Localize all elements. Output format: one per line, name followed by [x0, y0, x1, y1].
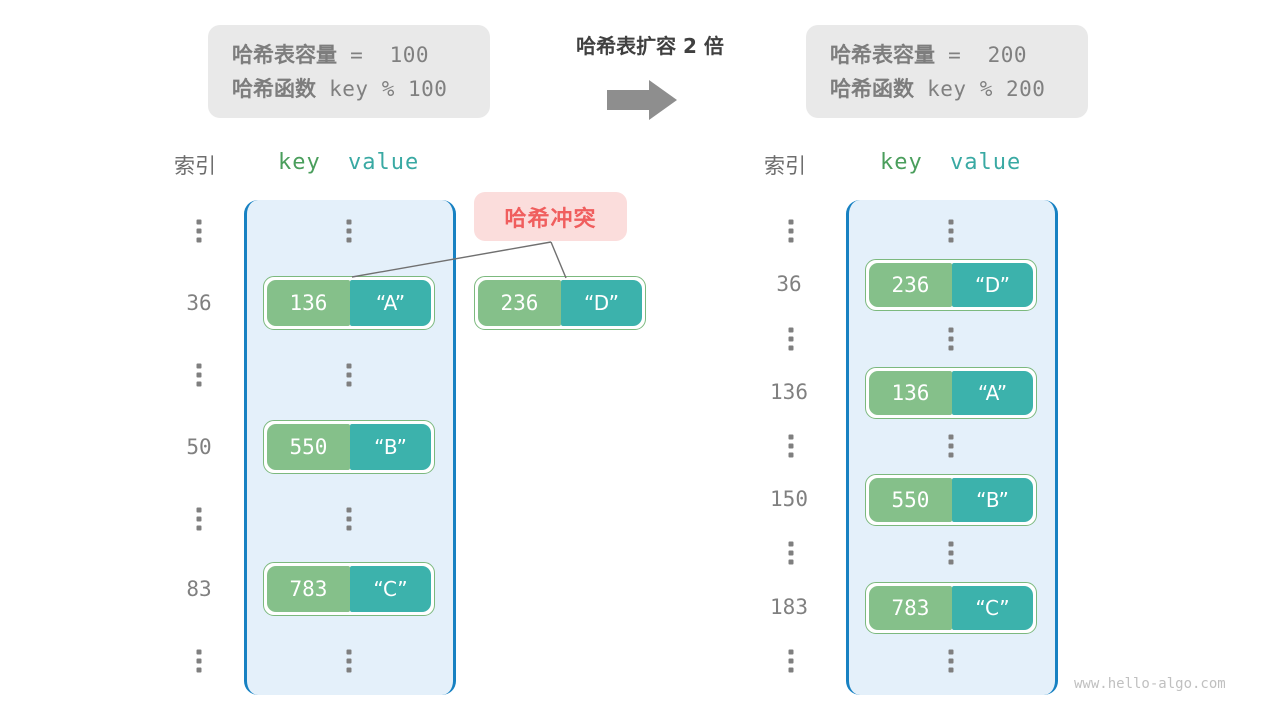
- left-value-header: value: [348, 150, 420, 175]
- collision-badge: 哈希冲突: [474, 192, 627, 241]
- resize-title: 哈希表扩容 2 倍: [576, 34, 724, 58]
- right-function-line: 哈希函数 key % 200: [830, 72, 1045, 106]
- right-key-header: key: [880, 150, 923, 175]
- right-entry-150-key: 550: [869, 478, 952, 522]
- left-entry-50-key: 550: [267, 424, 350, 470]
- left-index-50: 50: [186, 435, 212, 459]
- left-index-83: 83: [186, 577, 212, 601]
- right-capacity-line: 哈希表容量 = 200: [830, 38, 1027, 72]
- right-entry-150-value: “B”: [951, 478, 1033, 522]
- left-entry-50[interactable]: 550 “B”: [263, 420, 435, 474]
- right-row-ellipsis-index: [788, 649, 794, 673]
- right-entry-183-key: 783: [869, 586, 952, 630]
- right-arrow-icon: [607, 78, 679, 126]
- right-row-ellipsis-index: [788, 434, 794, 458]
- right-entry-183[interactable]: 783 “C”: [865, 582, 1037, 634]
- right-index-136: 136: [770, 380, 808, 404]
- left-function-expr: key % 100: [316, 76, 448, 101]
- left-capacity-line: 哈希表容量 = 100: [232, 38, 429, 72]
- right-entry-183-value: “C”: [951, 586, 1033, 630]
- overflow-entry-236[interactable]: 236 “D”: [474, 276, 646, 330]
- left-row-ellipsis-index: [196, 507, 202, 531]
- right-hash-config-box: 哈希表容量 = 200 哈希函数 key % 200: [806, 25, 1088, 118]
- right-index-150: 150: [770, 487, 808, 511]
- left-index-header: 索引: [174, 154, 216, 178]
- left-entry-83-value: “C”: [349, 566, 431, 612]
- left-entry-50-value: “B”: [349, 424, 431, 470]
- left-row-ellipsis-index: [196, 363, 202, 387]
- right-value-header: value: [950, 150, 1022, 175]
- left-row-ellipsis-cell: [346, 219, 352, 243]
- right-row-ellipsis-cell: [948, 327, 954, 351]
- left-row-ellipsis-cell: [346, 363, 352, 387]
- left-entry-36[interactable]: 136 “A”: [263, 276, 435, 330]
- left-function-line: 哈希函数 key % 100: [232, 72, 447, 106]
- left-entry-36-value: “A”: [349, 280, 431, 326]
- left-row-ellipsis-cell: [346, 649, 352, 673]
- left-row-ellipsis-cell: [346, 507, 352, 531]
- right-row-ellipsis-cell: [948, 434, 954, 458]
- left-key-header: key: [278, 150, 321, 175]
- right-capacity-label: 哈希表容量: [830, 42, 935, 67]
- left-row-ellipsis-index: [196, 649, 202, 673]
- right-entry-36[interactable]: 236 “D”: [865, 259, 1037, 311]
- watermark: www.hello-algo.com: [1074, 676, 1226, 692]
- right-function-label: 哈希函数: [830, 76, 914, 101]
- right-index-header: 索引: [764, 154, 806, 178]
- right-row-ellipsis-index: [788, 327, 794, 351]
- right-row-ellipsis-index: [788, 541, 794, 565]
- right-entry-136-key: 136: [869, 371, 952, 415]
- left-capacity-expr: = 100: [337, 42, 430, 67]
- right-capacity-expr: = 200: [935, 42, 1028, 67]
- left-row-ellipsis-index: [196, 219, 202, 243]
- overflow-entry-value: “D”: [560, 280, 642, 326]
- left-function-label: 哈希函数: [232, 76, 316, 101]
- right-index-36: 36: [776, 272, 802, 296]
- left-entry-83[interactable]: 783 “C”: [263, 562, 435, 616]
- right-row-ellipsis-cell: [948, 541, 954, 565]
- overflow-entry-key: 236: [478, 280, 561, 326]
- left-entry-36-key: 136: [267, 280, 350, 326]
- right-entry-150[interactable]: 550 “B”: [865, 474, 1037, 526]
- left-hash-config-box: 哈希表容量 = 100 哈希函数 key % 100: [208, 25, 490, 118]
- left-capacity-label: 哈希表容量: [232, 42, 337, 67]
- right-row-ellipsis-index: [788, 219, 794, 243]
- right-entry-36-value: “D”: [951, 263, 1033, 307]
- right-entry-36-key: 236: [869, 263, 952, 307]
- right-entry-136[interactable]: 136 “A”: [865, 367, 1037, 419]
- right-function-expr: key % 200: [914, 76, 1046, 101]
- right-entry-136-value: “A”: [951, 371, 1033, 415]
- left-entry-83-key: 783: [267, 566, 350, 612]
- right-index-183: 183: [770, 595, 808, 619]
- left-index-36: 36: [186, 291, 212, 315]
- right-row-ellipsis-cell: [948, 649, 954, 673]
- right-row-ellipsis-cell: [948, 219, 954, 243]
